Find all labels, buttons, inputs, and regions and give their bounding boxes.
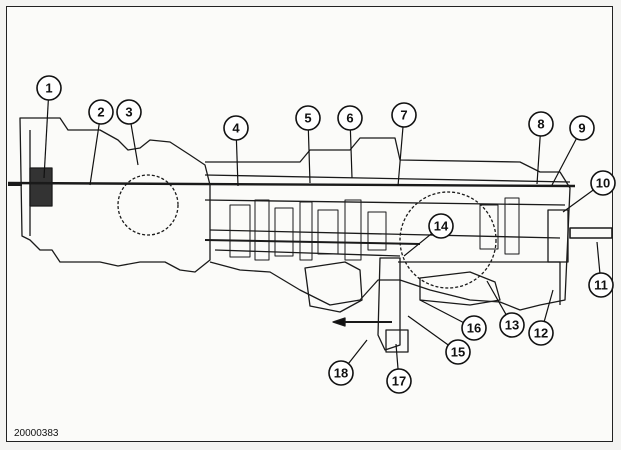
leader-line-4 [235,139,239,187]
callout-number: 12 [534,326,548,341]
callout-number: 13 [505,318,519,333]
figure-id: 20000383 [14,428,59,439]
callout-11: 11 [588,272,614,298]
callout-number: 16 [467,321,481,336]
callout-14: 14 [428,213,454,239]
callout-4: 4 [223,115,249,141]
callout-16: 16 [461,315,487,341]
callout-number: 4 [232,121,240,136]
callout-number: 1 [45,81,52,96]
callout-17: 17 [386,368,412,394]
callout-number: 2 [97,105,104,120]
callout-5: 5 [295,105,321,131]
callout-number: 9 [578,121,585,136]
callout-15: 15 [445,339,471,365]
callout-number: 11 [594,278,608,293]
leader-line-1 [43,99,49,179]
leader-line-2 [89,123,100,186]
leader-line-9 [551,138,577,186]
main-shaft [7,181,576,188]
clutch-housing [19,117,211,273]
callout-3: 3 [116,99,142,125]
callout-6: 6 [337,105,363,131]
leader-line-15 [407,315,449,346]
leader-line-16 [419,299,464,324]
callout-number: 5 [304,111,311,126]
leader-line-6 [349,129,353,179]
callout-1: 1 [36,75,62,101]
leader-line-17 [395,343,399,370]
input-splines [29,167,53,207]
callout-8: 8 [528,111,554,137]
main-housing [205,137,571,311]
callout-13: 13 [499,312,525,338]
leader-line-14 [403,233,433,257]
leader-line-13 [486,280,507,315]
callout-number: 18 [334,366,348,381]
diagram-frame [6,6,613,442]
callout-number: 8 [537,117,544,132]
callout-number: 15 [451,345,465,360]
callout-12: 12 [528,320,554,346]
callout-18: 18 [328,360,354,386]
leader-line-3 [130,123,139,166]
output-shaft [569,227,613,239]
callout-10: 10 [590,170,616,196]
callout-9: 9 [569,115,595,141]
leader-line-11 [596,241,601,274]
leader-line-8 [536,135,541,185]
callout-number: 14 [434,219,449,234]
callout-number: 17 [392,374,406,389]
leader-line-7 [397,126,404,187]
leader-line-12 [543,289,554,322]
leader-line-10 [562,189,594,213]
lower-assembly [304,261,363,313]
callout-number: 6 [346,111,353,126]
callout-number: 10 [596,176,610,191]
callout-number: 3 [125,105,132,120]
gear-stack [229,197,520,261]
leader-line-18 [347,339,368,364]
callout-number: 7 [400,108,407,123]
callout-7: 7 [391,102,417,128]
callout-2: 2 [88,99,114,125]
leader-line-5 [307,129,311,184]
ring-gear [399,191,497,289]
